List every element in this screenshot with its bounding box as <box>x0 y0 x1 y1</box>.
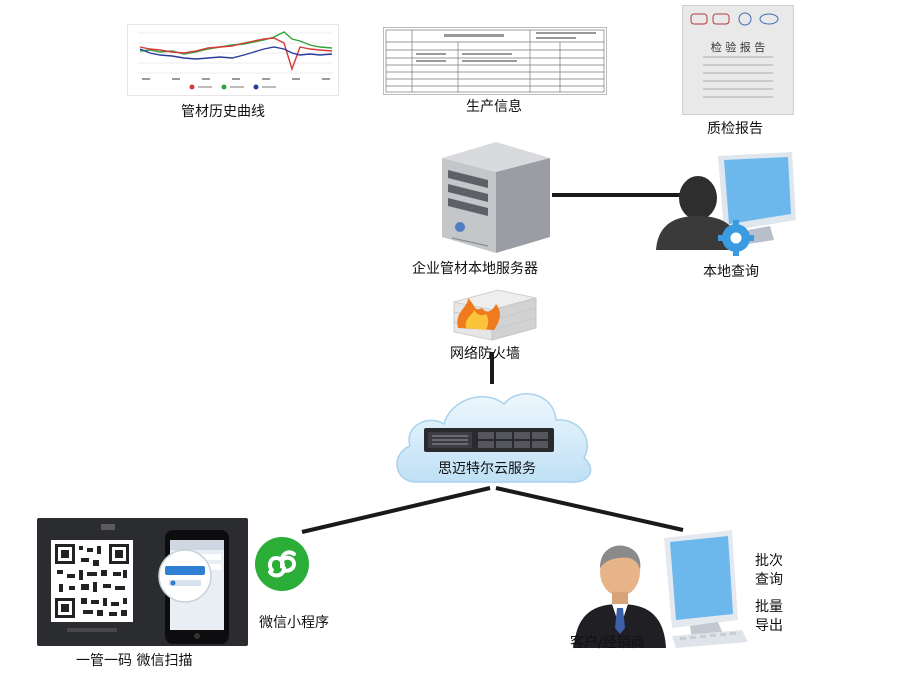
label-batch-query: 批次 查询 <box>755 552 783 590</box>
server-tower-icon <box>442 142 550 253</box>
rack-server-icon <box>424 428 554 452</box>
label-inspection-report: 质检报告 <box>707 121 763 137</box>
label-local-server: 企业管材本地服务器 <box>412 261 538 277</box>
qr-scan-panel <box>37 518 248 646</box>
label-batch-export-line2: 导出 <box>755 618 783 634</box>
history-curve-mini-chart <box>138 31 333 90</box>
history-curve-thumbnail <box>127 24 339 96</box>
report-title: 检 验 报 告 <box>710 41 766 54</box>
line-cloud-to-mini-program <box>301 486 491 534</box>
production-table-mini <box>385 29 605 93</box>
firewall-icon <box>453 289 537 341</box>
label-customer: 客户/经销商 <box>570 635 645 651</box>
line-cloud-to-customer <box>495 486 684 532</box>
label-cloud-service: 思迈特尔云服务 <box>438 461 536 477</box>
production-info-thumbnail <box>383 27 607 95</box>
label-batch-query-line2: 查询 <box>755 572 783 588</box>
label-production-info: 生产信息 <box>466 99 522 115</box>
label-qr-scan: 一管一码 微信扫描 <box>76 653 193 669</box>
label-history-curve: 管材历史曲线 <box>181 104 265 120</box>
local-query-icon <box>656 152 796 256</box>
label-local-query: 本地查询 <box>703 264 759 280</box>
label-batch-export-line1: 批量 <box>755 599 783 615</box>
label-batch-export: 批量 导出 <box>755 598 783 636</box>
customer-icon <box>574 530 748 648</box>
label-mini-program: 微信小程序 <box>259 615 329 631</box>
report-mini <box>690 12 779 98</box>
inspection-report-thumbnail: 检 验 报 告 <box>682 5 794 115</box>
label-batch-query-line1: 批次 <box>755 553 783 569</box>
wechat-mini-program-icon <box>255 537 309 591</box>
qr-scan-illustration <box>51 524 229 644</box>
label-firewall: 网络防火墙 <box>450 346 520 362</box>
